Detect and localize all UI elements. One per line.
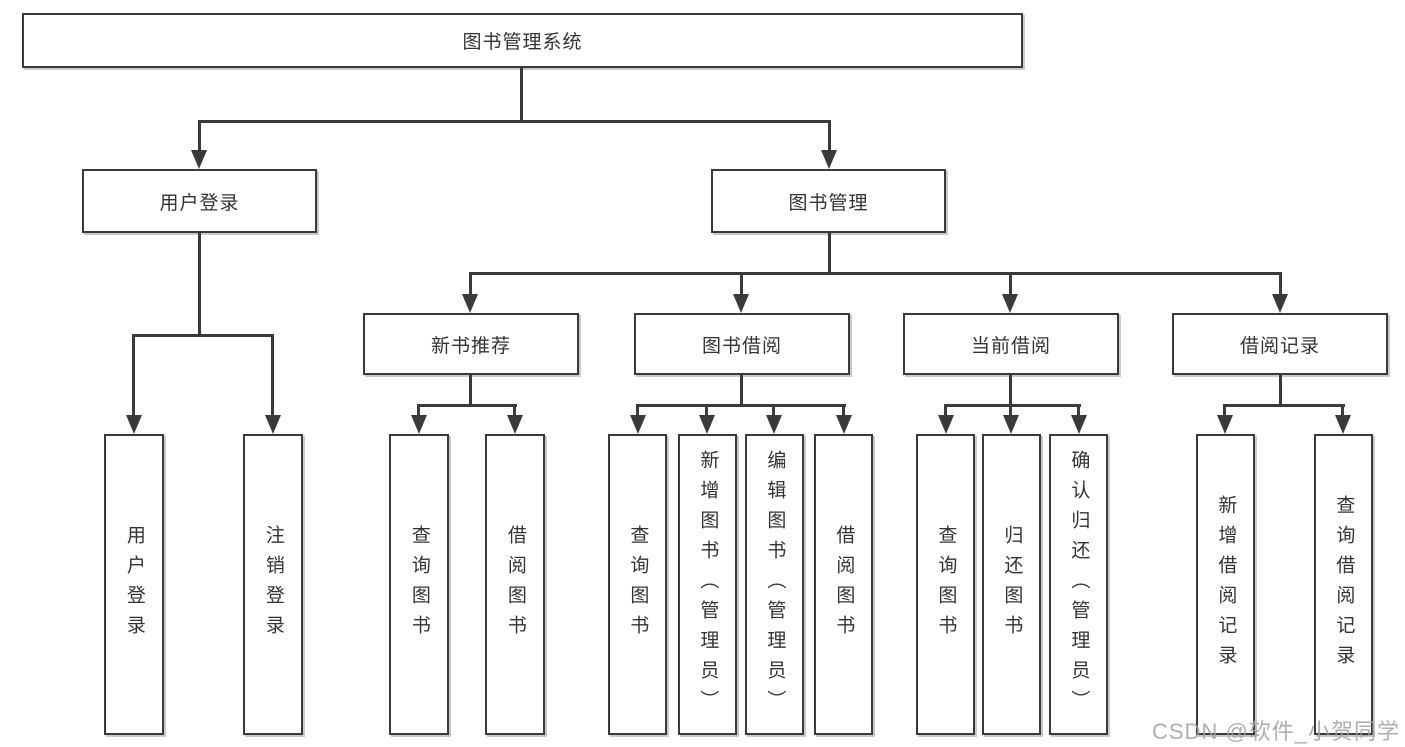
connector-line [198, 120, 201, 153]
connector-line [740, 272, 743, 296]
connector-line [132, 334, 135, 416]
connector-line [842, 404, 845, 415]
connector-line [828, 233, 831, 274]
connector-line [944, 404, 1081, 407]
connector-line [1279, 375, 1282, 406]
arrow-down-icon [411, 415, 427, 434]
arrow-down-icon [1003, 415, 1019, 434]
node-label: 查询图书 [627, 524, 649, 645]
connector-line [513, 404, 516, 415]
leaf-add-borrow-record: 新增借阅记录 [1196, 434, 1255, 735]
node-current-borrowing: 当前借阅 [903, 313, 1119, 375]
connector-line [1009, 404, 1012, 415]
csdn-watermark: CSDN @软件_小贺同学 [1152, 719, 1401, 744]
node-new-book-recommend: 新书推荐 [363, 313, 579, 375]
connector-line [469, 272, 472, 296]
connector-line [132, 334, 274, 337]
connector-line [828, 120, 831, 153]
connector-line [469, 375, 472, 406]
node-label: 查询借阅记录 [1333, 494, 1355, 675]
leaf-user-login: 用户登录 [104, 434, 164, 735]
node-label: 借阅图书 [504, 524, 526, 645]
connector-line [417, 404, 420, 415]
connector-line [1077, 404, 1080, 415]
connector-line [1341, 404, 1344, 415]
node-book-management: 图书管理 [711, 169, 946, 233]
connector-line [772, 404, 775, 415]
leaf-query-borrow-record: 查询借阅记录 [1314, 434, 1373, 735]
leaf-add-book-admin: 新增图书（管理员） [678, 434, 737, 735]
connector-line [417, 404, 517, 407]
connector-line [1223, 404, 1345, 407]
connector-line [198, 120, 831, 123]
arrow-down-icon [821, 150, 837, 169]
connector-line [740, 375, 743, 406]
connector-line [1279, 272, 1282, 296]
node-label: 图书管理 [788, 192, 869, 214]
arrow-down-icon [126, 415, 142, 434]
node-label: 用户登录 [123, 524, 145, 645]
connector-line [1223, 404, 1226, 415]
leaf-borrow-books: 借阅图书 [814, 434, 873, 735]
node-label: 编辑图书（管理员） [764, 449, 786, 720]
arrow-down-icon [938, 415, 954, 434]
connector-line [1009, 272, 1012, 296]
node-label: 用户登录 [159, 192, 240, 214]
connector-line [271, 334, 274, 416]
arrow-down-icon [766, 415, 782, 434]
connector-line [1009, 375, 1012, 406]
leaf-query-books-current: 查询图书 [916, 434, 975, 735]
node-label: 图书借阅 [701, 335, 782, 357]
leaf-confirm-return-admin: 确认归还（管理员） [1049, 434, 1108, 735]
connector-line [636, 404, 846, 407]
node-label: 借阅图书 [833, 524, 855, 645]
arrow-down-icon [1071, 415, 1087, 434]
node-label: 当前借阅 [970, 335, 1051, 357]
arrow-down-icon [507, 415, 523, 434]
arrow-down-icon [462, 294, 478, 313]
arrow-down-icon [699, 415, 715, 434]
node-label: 新书推荐 [430, 335, 511, 357]
node-book-borrowing: 图书借阅 [634, 313, 850, 375]
arrow-down-icon [1335, 415, 1351, 434]
connector-line [520, 68, 523, 120]
connector-line [469, 272, 1282, 275]
node-label: 注销登录 [262, 524, 284, 645]
leaf-borrow-books-recommend: 借阅图书 [485, 434, 545, 735]
node-borrowing-records: 借阅记录 [1172, 313, 1388, 375]
node-label: 确认归还（管理员） [1068, 449, 1090, 720]
node-label: 查询图书 [408, 524, 430, 645]
node-label: 新增借阅记录 [1215, 494, 1237, 675]
leaf-edit-book-admin: 编辑图书（管理员） [745, 434, 804, 735]
node-library-management-system: 图书管理系统 [22, 13, 1023, 68]
connector-line [636, 404, 639, 415]
node-label: 借阅记录 [1239, 335, 1320, 357]
node-label: 归还图书 [1001, 524, 1023, 645]
leaf-logout-login: 注销登录 [243, 434, 303, 735]
arrow-down-icon [630, 415, 646, 434]
arrow-down-icon [1002, 294, 1018, 313]
node-label: 查询图书 [935, 524, 957, 645]
leaf-query-books-borrowing: 查询图书 [608, 434, 667, 735]
arrow-down-icon [733, 294, 749, 313]
node-user-login: 用户登录 [82, 169, 317, 233]
connector-line [198, 233, 201, 336]
leaf-return-books: 归还图书 [982, 434, 1041, 735]
arrow-down-icon [191, 150, 207, 169]
node-label: 新增图书（管理员） [697, 449, 719, 720]
leaf-query-books-recommend: 查询图书 [389, 434, 449, 735]
connector-line [705, 404, 708, 415]
connector-line [944, 404, 947, 415]
arrow-down-icon [265, 415, 281, 434]
arrow-down-icon [836, 415, 852, 434]
arrow-down-icon [1272, 294, 1288, 313]
arrow-down-icon [1217, 415, 1233, 434]
node-label: 图书管理系统 [462, 32, 583, 53]
